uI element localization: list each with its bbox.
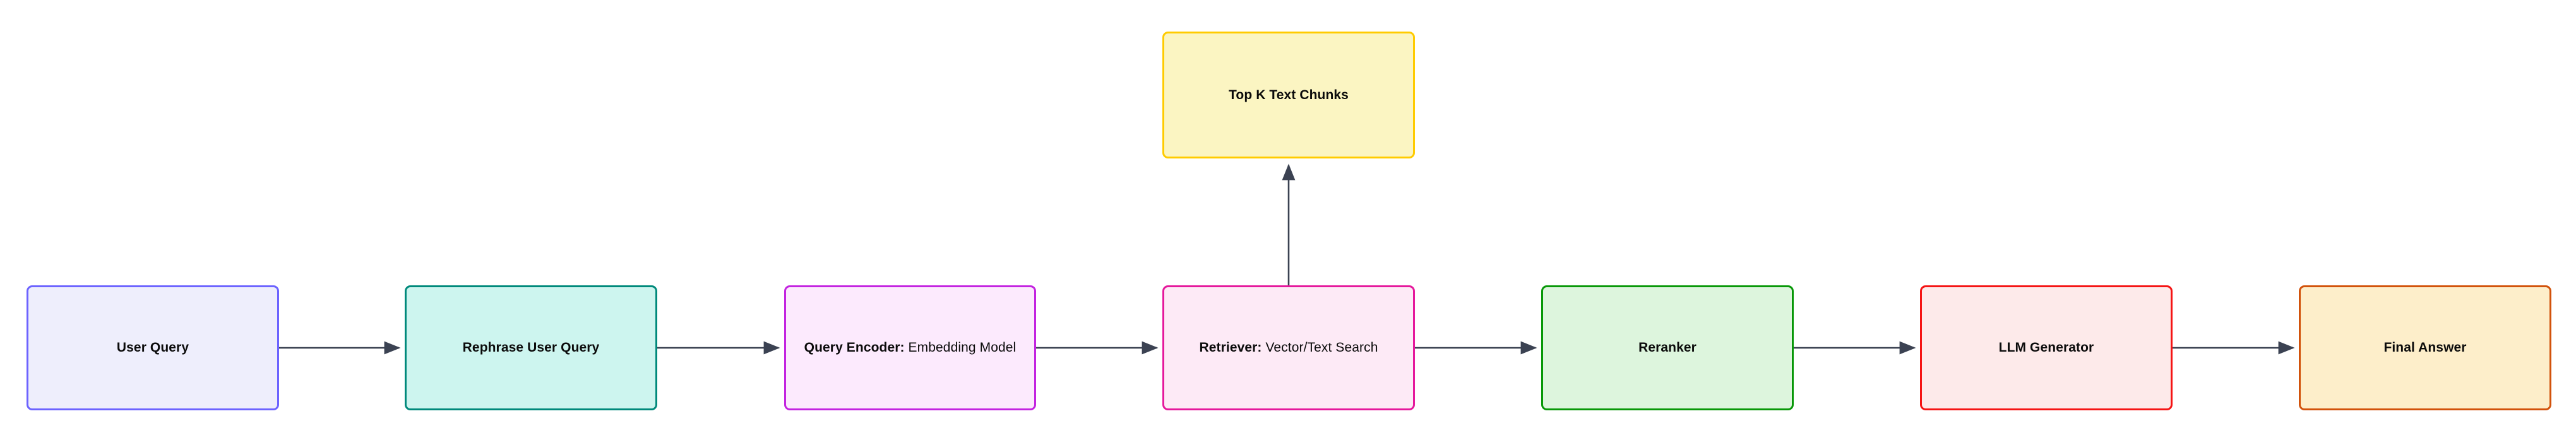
node-retriever-label: Retriever: Vector/Text Search — [1199, 340, 1378, 355]
node-top-k-text-chunks[interactable]: Top K Text Chunks — [1162, 32, 1415, 158]
node-user-query[interactable]: User Query — [27, 285, 279, 410]
node-llm-generator-label: LLM Generator — [1998, 340, 2094, 355]
node-reranker[interactable]: Reranker — [1541, 285, 1794, 410]
node-query-encoder-label: Query Encoder: Embedding Model — [804, 340, 1017, 355]
node-final-answer[interactable]: Final Answer — [2299, 285, 2551, 410]
node-query-encoder[interactable]: Query Encoder: Embedding Model — [784, 285, 1036, 410]
node-retriever[interactable]: Retriever: Vector/Text Search — [1162, 285, 1415, 410]
node-top-k-text-chunks-label: Top K Text Chunks — [1229, 87, 1349, 102]
node-rephrase-user-query-label: Rephrase User Query — [462, 340, 600, 355]
node-reranker-label: Reranker — [1638, 340, 1696, 355]
node-user-query-label: User Query — [116, 340, 189, 355]
node-final-answer-label: Final Answer — [2383, 340, 2467, 355]
node-llm-generator[interactable]: LLM Generator — [1920, 285, 2173, 410]
node-rephrase-user-query[interactable]: Rephrase User Query — [405, 285, 657, 410]
